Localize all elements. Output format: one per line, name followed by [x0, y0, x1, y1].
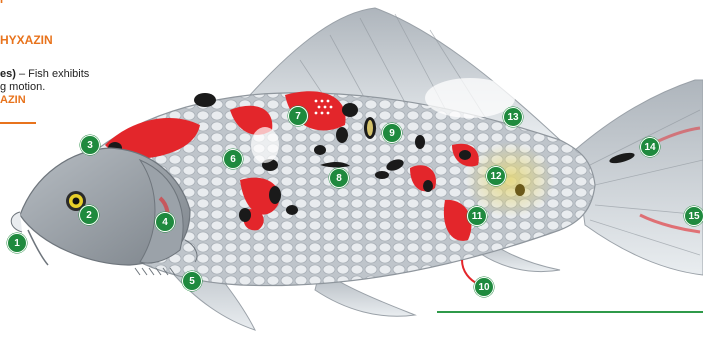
callout-marker-6: 6 [223, 149, 243, 169]
callout-marker-15: 15 [684, 206, 703, 226]
callout-marker-7: 7 [288, 106, 308, 126]
callout-marker-4: 4 [155, 212, 175, 232]
callout-marker-3: 3 [80, 135, 100, 155]
callout-marker-5: 5 [182, 271, 202, 291]
callout-marker-2: 2 [79, 205, 99, 225]
callout-marker-9: 9 [382, 123, 402, 143]
callout-marker-8: 8 [329, 168, 349, 188]
callout-marker-10: 10 [474, 277, 494, 297]
callout-marker-1: 1 [7, 233, 27, 253]
callout-marker-13: 13 [503, 107, 523, 127]
callout-marker-14: 14 [640, 137, 660, 157]
callout-marker-12: 12 [486, 166, 506, 186]
callout-marker-11: 11 [467, 206, 487, 226]
